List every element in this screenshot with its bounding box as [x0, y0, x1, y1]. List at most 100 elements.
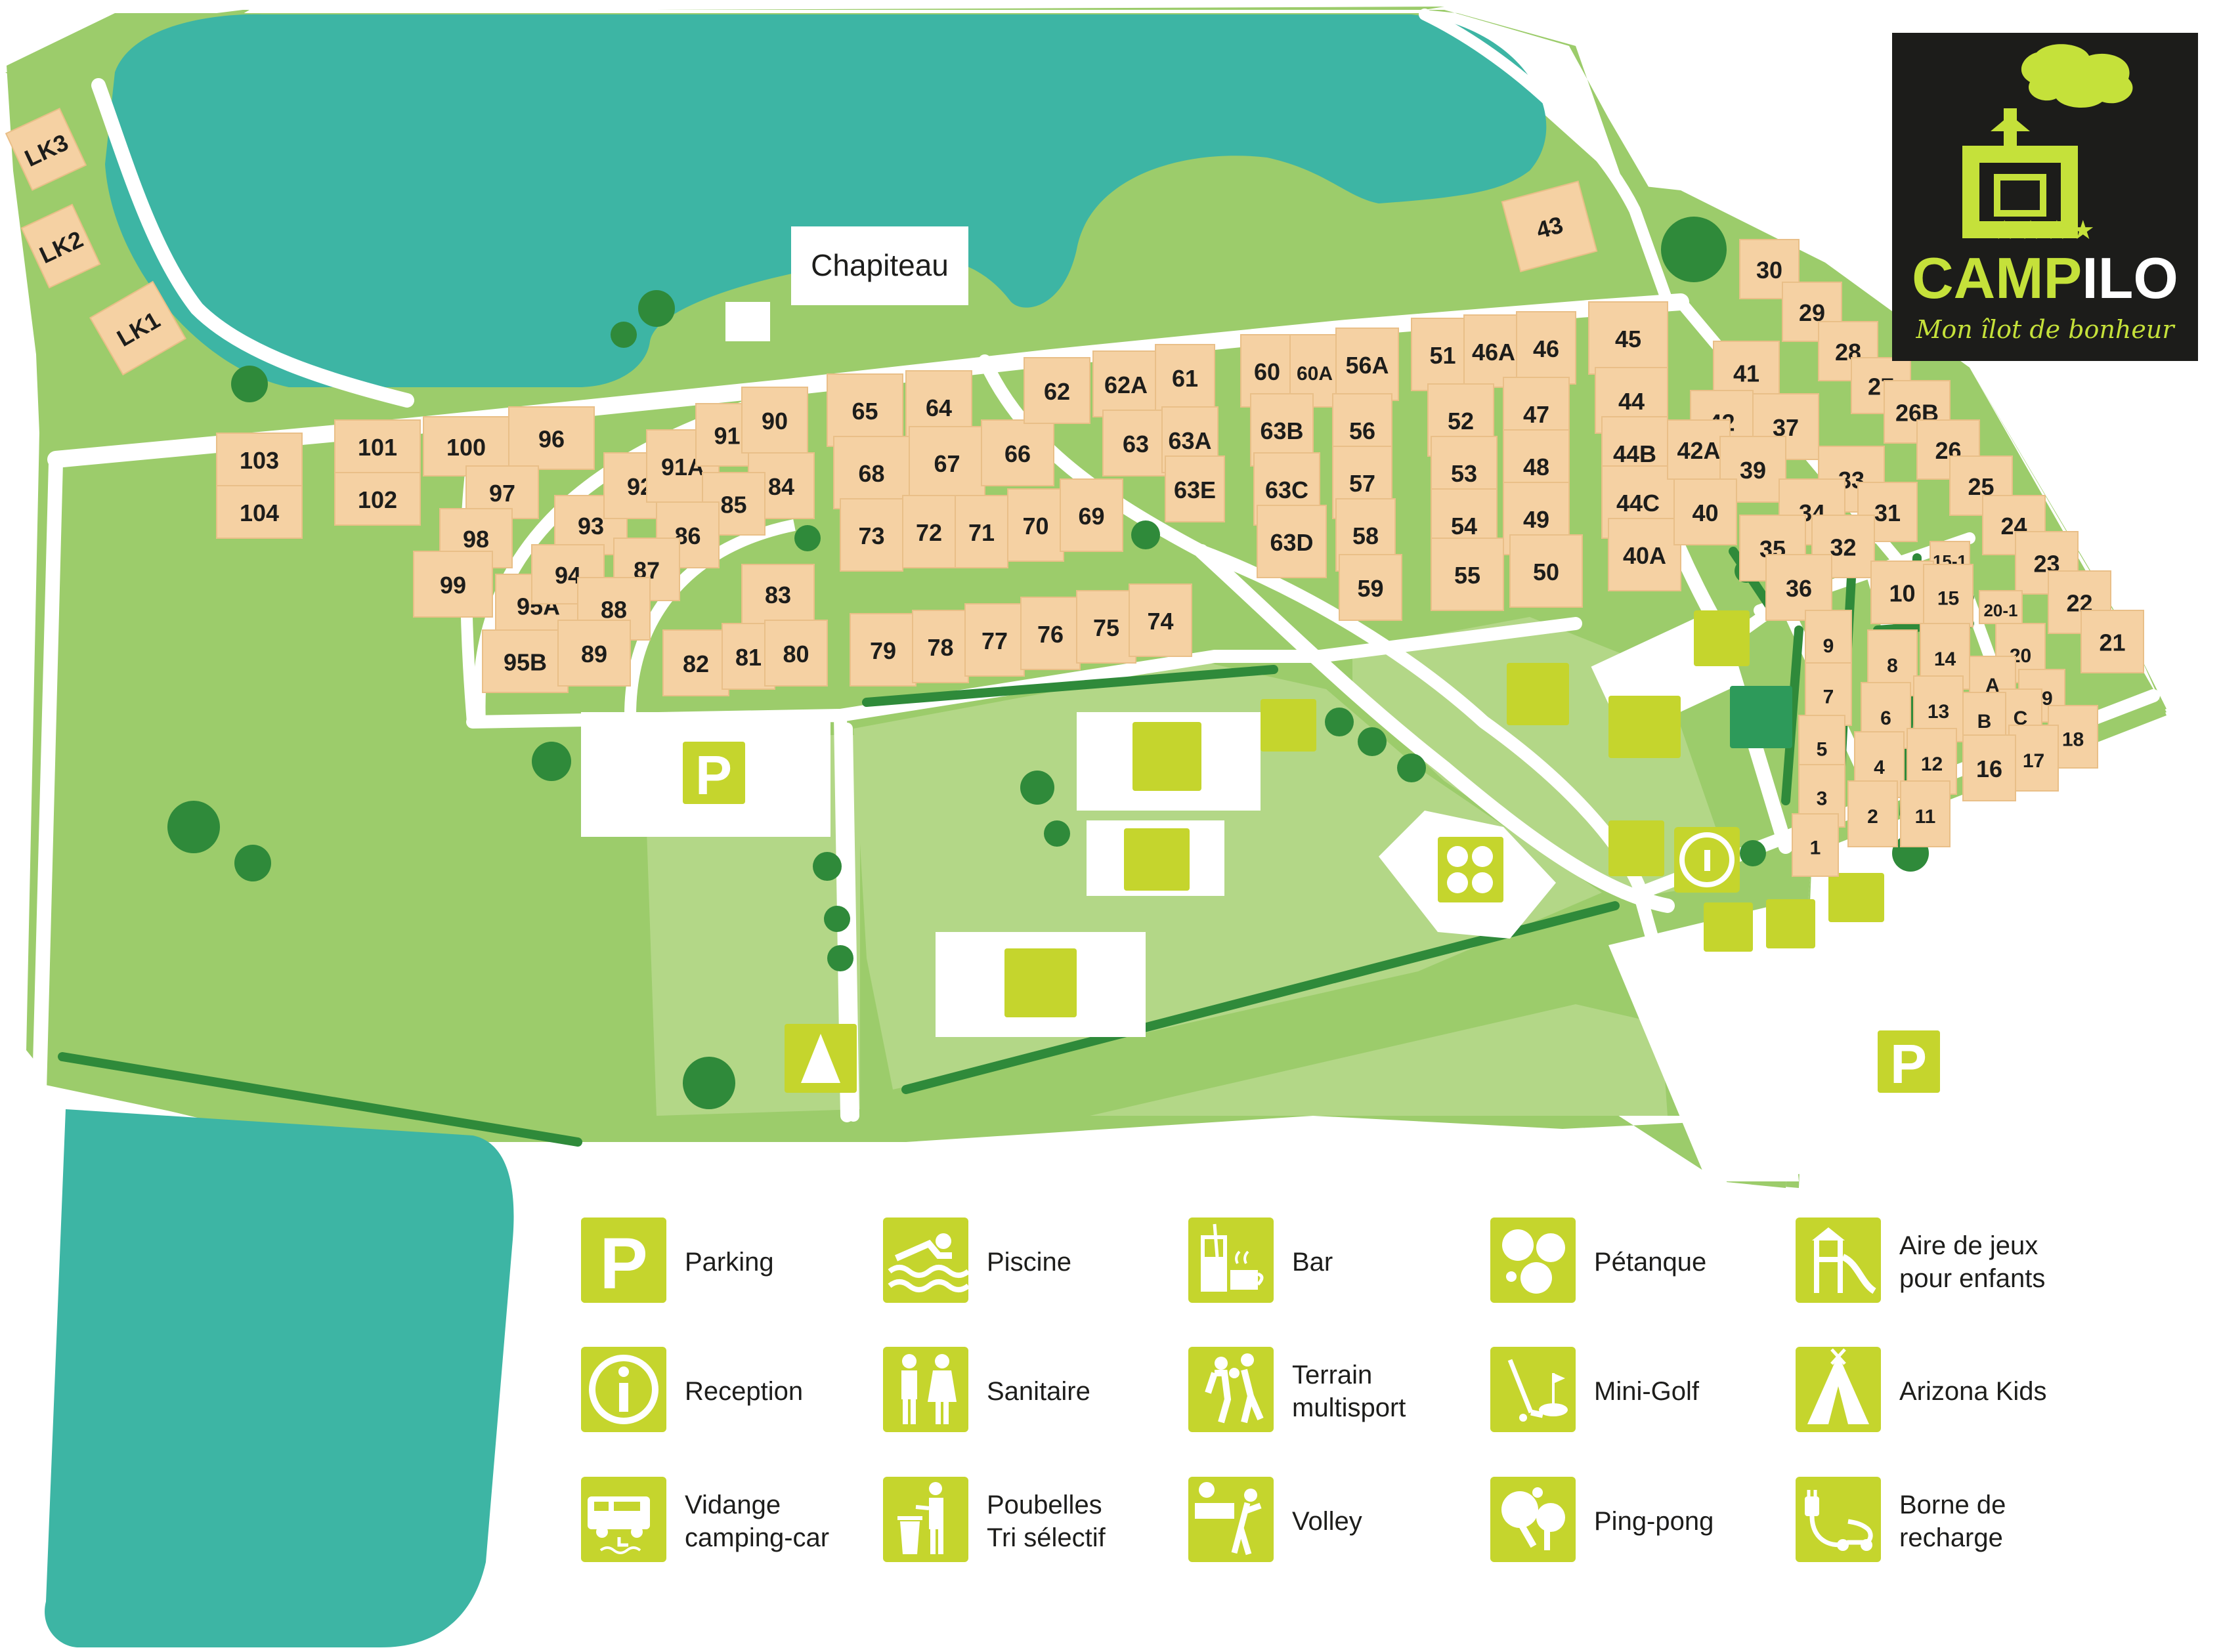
pitch-number: 57	[1349, 470, 1375, 497]
legend-item: Bar	[1188, 1218, 1477, 1309]
pitch-76: 76	[1020, 597, 1081, 670]
pitch-plot	[1608, 518, 1681, 591]
pitch-number: 103	[240, 447, 279, 474]
pitch-number: 65	[852, 398, 878, 425]
pitch-number: 44C	[1616, 490, 1660, 517]
pitch-number: 50	[1533, 559, 1559, 585]
pitch-number: 102	[358, 486, 397, 513]
legend-item: Piscine	[883, 1218, 1172, 1309]
multisport-icon	[1188, 1347, 1274, 1432]
pitch-plot	[2008, 725, 2059, 792]
legend-label: Piscine	[987, 1248, 1071, 1277]
trees	[167, 217, 1929, 1109]
pitch-plot	[1463, 314, 1524, 388]
legend-item: Arizona Kids	[1796, 1347, 2084, 1439]
pitch-102: 102	[334, 472, 421, 526]
ev-charging-icon	[1796, 1477, 1881, 1562]
pitch-plot	[557, 620, 631, 687]
pitch-36: 36	[1765, 554, 1832, 621]
pitch-number: 101	[358, 434, 397, 461]
pitch-plot	[1509, 534, 1583, 608]
pitch-84: 84	[748, 452, 815, 519]
pitch-number: B	[1977, 711, 1992, 732]
pitch-plot	[482, 629, 569, 693]
pitch-number: 99	[440, 572, 466, 599]
pitch-plot	[2081, 610, 2144, 673]
pitch-plot	[1501, 180, 1598, 272]
pitch-plot	[1335, 328, 1399, 401]
pitch-number: 13	[1928, 701, 1949, 723]
pitch-number: 66	[1004, 440, 1031, 467]
pitch-number: 54	[1451, 513, 1477, 540]
pitch-plot	[850, 613, 916, 687]
pitch-90: 90	[741, 387, 808, 454]
pitch-plot	[902, 495, 956, 568]
reception-info-icon	[581, 1347, 666, 1432]
pitch-number: 12	[1921, 753, 1943, 775]
legend-item: Ping-pong	[1490, 1477, 1779, 1569]
pitch-95B: 95B	[482, 629, 569, 693]
pitch-number: 73	[858, 522, 884, 549]
pitch-plot	[1092, 350, 1159, 417]
pitch-104: 104	[216, 485, 303, 539]
pitch-number: 2	[1867, 806, 1878, 828]
pitch-number: 60A	[1297, 363, 1333, 385]
pitch-16: 16	[1962, 734, 2016, 801]
pitch-number: 67	[934, 450, 960, 477]
pitch-number: 96	[538, 426, 565, 453]
pitch-number: 84	[768, 473, 794, 500]
pitch-number: 44	[1618, 388, 1645, 415]
pitch-103: 103	[216, 433, 303, 486]
pitch-63D: 63D	[1257, 505, 1327, 578]
pitch-15: 15	[1923, 564, 1973, 627]
pitch-number: 53	[1451, 460, 1477, 487]
pitch-43: 43	[1501, 180, 1598, 272]
pitch-62A: 62A	[1092, 350, 1159, 417]
pitch-number: 75	[1093, 614, 1119, 641]
pitch-number: 94	[555, 562, 581, 589]
pitch-99: 99	[413, 551, 493, 618]
pitch-number: 5	[1817, 739, 1828, 761]
pitch-number: 93	[578, 513, 604, 540]
pitch-number: 52	[1448, 408, 1474, 434]
legend-label: Bar	[1292, 1248, 1333, 1277]
pitch-number: 40	[1692, 499, 1718, 526]
pitch-55: 55	[1431, 538, 1504, 611]
pitch-75: 75	[1076, 590, 1136, 664]
pitch-number: 32	[1830, 534, 1856, 561]
pitch-number: 89	[581, 641, 607, 667]
playground-slide-icon	[1796, 1218, 1881, 1303]
pitch-plot	[1765, 554, 1832, 621]
pitch-63: 63	[1102, 410, 1169, 477]
pitch-number: 46A	[1472, 339, 1515, 366]
pitch-number: 80	[783, 641, 809, 667]
pitch-plot	[334, 419, 421, 473]
pitch-plot	[413, 551, 493, 618]
pitch-number: 91	[714, 423, 740, 450]
legend-label: Pétanque	[1594, 1248, 1707, 1277]
pitch-number: 36	[1786, 575, 1812, 602]
logo-name-part2: ILO	[2082, 245, 2178, 310]
pitch-number: 21	[2099, 629, 2125, 656]
pitch-71: 71	[955, 495, 1008, 568]
pitch-number: 48	[1523, 454, 1549, 480]
lake-top	[105, 14, 1547, 388]
pitch-number: 78	[927, 634, 953, 661]
pitch-number: C	[2014, 708, 2028, 729]
pitch-number: 41	[1733, 360, 1759, 387]
pitch-number: 95B	[504, 649, 547, 676]
pitch-62: 62	[1024, 357, 1090, 424]
parking-icon: P	[581, 1218, 666, 1303]
legend-label: Terrain multisport	[1292, 1361, 1406, 1422]
pitch-73: 73	[840, 498, 903, 572]
pitch-number: 31	[1874, 499, 1901, 526]
pitch-number: 58	[1352, 522, 1379, 549]
pitch-74: 74	[1129, 583, 1192, 657]
parking-areas	[581, 712, 1956, 1181]
tree-house-logo-icon	[1962, 44, 2133, 238]
pitch-plot	[1431, 538, 1504, 611]
pitch-LK2: LK2	[20, 203, 101, 289]
pitch-plot	[741, 564, 815, 624]
logo-wordmark: CAMPILO	[1892, 249, 2198, 307]
